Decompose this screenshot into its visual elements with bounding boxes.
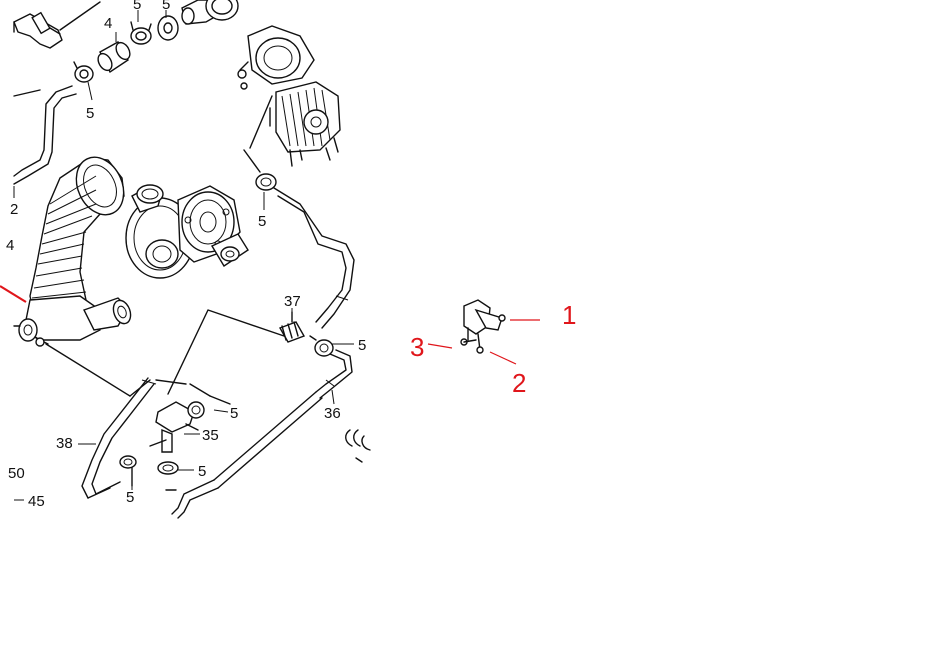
hose-clamp-mid [243, 149, 277, 191]
turbocharger [125, 184, 249, 279]
bolt-part-37 [278, 311, 306, 343]
t-fitting-35 [149, 401, 205, 453]
part-label-5-bottom-mid: 5 [198, 463, 206, 480]
part-label-5-left: 5 [86, 105, 94, 122]
clamp-bottom-mid [157, 461, 179, 475]
part-label-50: 50 [8, 465, 25, 482]
part-label-4: 4 [104, 15, 112, 32]
callout-3: 3 [410, 332, 424, 362]
washer-top [157, 15, 179, 41]
part-label-5-right-hose: 5 [258, 213, 266, 230]
vacuum-hose-right [273, 187, 355, 329]
part-label-36: 36 [324, 405, 341, 422]
part-label-45: 45 [28, 493, 45, 510]
corrugated-intake-hose [29, 156, 125, 319]
solenoid-valve [460, 299, 506, 354]
hose-outlet-elbow [13, 295, 132, 347]
part-label-2: 2 [10, 201, 18, 218]
lower-hose-assembly [45, 309, 323, 519]
part-label-5-mid: 5 [358, 337, 366, 354]
part-label-5-top-right: 5 [162, 0, 170, 13]
callout-1: 1 [562, 300, 576, 330]
part-label-5-bottom: 5 [126, 489, 134, 506]
callout-2: 2 [512, 368, 526, 398]
top-fitting [181, 0, 239, 25]
clamp-bottom-left [119, 455, 137, 487]
hose-clamp-top [130, 21, 152, 45]
part-label-4-left: 4 [6, 237, 14, 254]
leader-lines [13, 10, 354, 501]
sleeve-part-4 [97, 41, 131, 74]
part-label-35: 35 [202, 427, 219, 444]
part-label-5-tee: 5 [230, 405, 238, 422]
callout-2-leader [489, 351, 517, 365]
intercooler-housing [237, 25, 341, 167]
red-pointer-line [0, 285, 27, 303]
hose-clamp-36 [309, 335, 334, 357]
part-label-5-top: 5 [133, 0, 141, 13]
part-label-37: 37 [284, 293, 301, 310]
callout-3-leader [427, 343, 453, 349]
hose-clamp-left [73, 61, 94, 83]
bent-pipe-left [13, 85, 77, 185]
clamp-right-loose [345, 429, 371, 463]
hose-36 [315, 349, 353, 399]
top-left-bracket [13, 1, 101, 49]
part-label-38: 38 [56, 435, 73, 452]
